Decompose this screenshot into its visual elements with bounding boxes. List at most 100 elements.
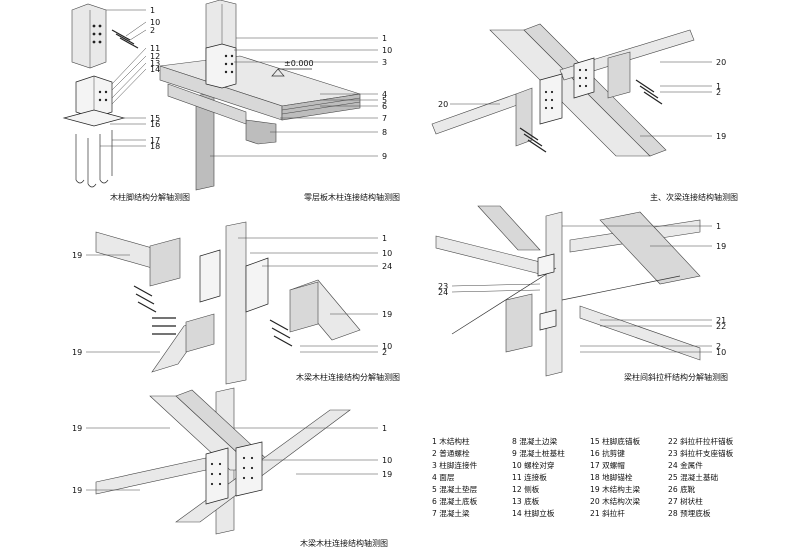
legend-item: 16 抗剪键	[590, 448, 625, 458]
legend-item: 5 混凝土垫层	[432, 484, 478, 494]
legend-item: 14 柱脚立板	[512, 508, 555, 518]
legend-item: 17 双螺帽	[590, 460, 625, 470]
callout: 24	[382, 262, 392, 271]
legend-item: 26 底靴	[668, 484, 696, 494]
concrete-edge-beam	[245, 119, 277, 145]
base-anchor-plate	[62, 109, 126, 127]
callout: 6	[382, 102, 387, 111]
tie-anchor-plate	[537, 253, 555, 277]
callout: 10	[150, 18, 160, 27]
legend-item: 6 混凝土底板	[432, 496, 478, 506]
timber-column	[545, 211, 563, 377]
legend-item: 4 面层	[432, 473, 455, 482]
callout: 20	[438, 100, 448, 109]
callout: 2	[716, 88, 721, 97]
diagonal-tie-rod	[561, 275, 681, 301]
panel-diagonal-tie: 1 19 23 24 21 22 2 10 梁柱间斜拉杆结构分解轴测图	[435, 205, 728, 382]
callout: 10	[382, 342, 392, 351]
timber-column	[71, 3, 107, 69]
metal-bracket	[205, 447, 229, 505]
legend-item: 2 普通螺栓	[432, 448, 470, 458]
callout: 10	[382, 456, 392, 465]
callout: 2	[716, 342, 721, 351]
callout: 23	[438, 282, 448, 291]
callout: 13	[150, 59, 160, 68]
callout: 24	[438, 288, 448, 297]
callout: 18	[150, 142, 160, 151]
panel-slab-column: ±0.000 1 10 3 4 5 6 7 8 9 零层板木柱连接结构轴测图	[159, 0, 400, 202]
callout: 21	[716, 316, 726, 325]
callout: 19	[716, 242, 726, 251]
callout: 1	[150, 6, 155, 15]
callout: 16	[150, 120, 160, 129]
loose-bolts	[111, 29, 139, 49]
legend-item: 19 木结构主梁	[590, 484, 640, 494]
metal-bracket	[199, 249, 221, 303]
callout: 19	[72, 251, 82, 260]
elevation-mark: ±0.000	[284, 59, 314, 68]
panel-caption: 木柱脚结构分解轴测图	[110, 192, 190, 202]
callout: 12	[150, 52, 160, 61]
timber-column	[225, 221, 247, 385]
callout: 20	[716, 58, 726, 67]
callout: 14	[150, 65, 160, 74]
panel-main-secondary-beam: 20 20 1 2 19 主、次梁连接结构轴测图	[431, 23, 738, 202]
legend-item: 8 混凝土边梁	[512, 436, 558, 446]
legend-item: 3 柱脚连接件	[432, 460, 478, 470]
callout: 9	[382, 152, 387, 161]
callout: 22	[716, 322, 726, 331]
panel-caption: 零层板木柱连接结构轴测图	[304, 192, 400, 202]
callout: 5	[382, 96, 387, 105]
callout: 19	[72, 424, 82, 433]
callout: 1	[382, 424, 387, 433]
legend-item: 10 螺栓对穿	[512, 460, 555, 470]
callout: 19	[382, 310, 392, 319]
legend-item: 13 底板	[512, 496, 540, 506]
secondary-beam-end	[607, 51, 631, 99]
callout: 15	[150, 114, 160, 123]
legend-item: 12 侧板	[512, 484, 540, 494]
legend-item: 20 木结构次梁	[590, 496, 640, 506]
panel-caption: 主、次梁连接结构轴测图	[650, 192, 738, 202]
callout: 11	[150, 44, 160, 53]
callout: 19	[72, 486, 82, 495]
panel-beam-column-exploded: 19 19 1 10 24 19 10 2 木梁木柱连接结构分解轴测图	[72, 221, 400, 385]
callout: 10	[716, 348, 726, 357]
callout: 19	[72, 348, 82, 357]
callout: 17	[150, 136, 160, 145]
legend-item: 21 斜拉杆	[590, 508, 625, 518]
legend-item: 1 木结构柱	[432, 436, 470, 446]
callout: 7	[382, 114, 387, 123]
diagonal-tie-rod	[451, 267, 557, 335]
callout: 10	[382, 249, 392, 258]
component-legend: 1 木结构柱 2 普通螺栓 3 柱脚连接件 4 面层 5 混凝土垫层 6 混凝土…	[432, 436, 734, 518]
legend-item: 28 预埋底板	[668, 508, 711, 518]
panel-caption: 木梁木柱连接结构轴测图	[300, 538, 388, 548]
loose-bolts	[635, 79, 663, 105]
callout: 3	[382, 58, 387, 67]
callout: 4	[382, 90, 387, 99]
callout: 1	[382, 234, 387, 243]
legend-item: 9 混凝土桩基柱	[512, 448, 565, 458]
legend-item: 22 斜拉杆拉杆锚板	[668, 436, 734, 446]
callout: 2	[150, 26, 155, 35]
legend-item: 24 金属件	[668, 460, 703, 470]
callout: 8	[382, 128, 387, 137]
panel-caption: 梁柱间斜拉杆结构分解轴测图	[624, 372, 728, 382]
callout: 19	[382, 470, 392, 479]
legend-item: 11 连接板	[512, 472, 547, 482]
legend-item: 23 斜拉杆支座锚板	[668, 448, 734, 458]
callout: 1	[716, 82, 721, 91]
legend-item: 15 柱脚底锚板	[590, 436, 640, 446]
main-beam-right	[289, 281, 319, 333]
legend-item: 25 混凝土基础	[668, 472, 718, 482]
callout: 2	[382, 348, 387, 357]
legend-item: 7 混凝土梁	[432, 508, 470, 518]
callout: 1	[382, 34, 387, 43]
loose-bolts	[519, 127, 547, 153]
callout: 10	[382, 46, 392, 55]
legend-item: 27 树状柱	[668, 496, 703, 506]
legend-item: 18 地脚锚栓	[590, 472, 633, 482]
anchor-bolts	[75, 130, 113, 188]
